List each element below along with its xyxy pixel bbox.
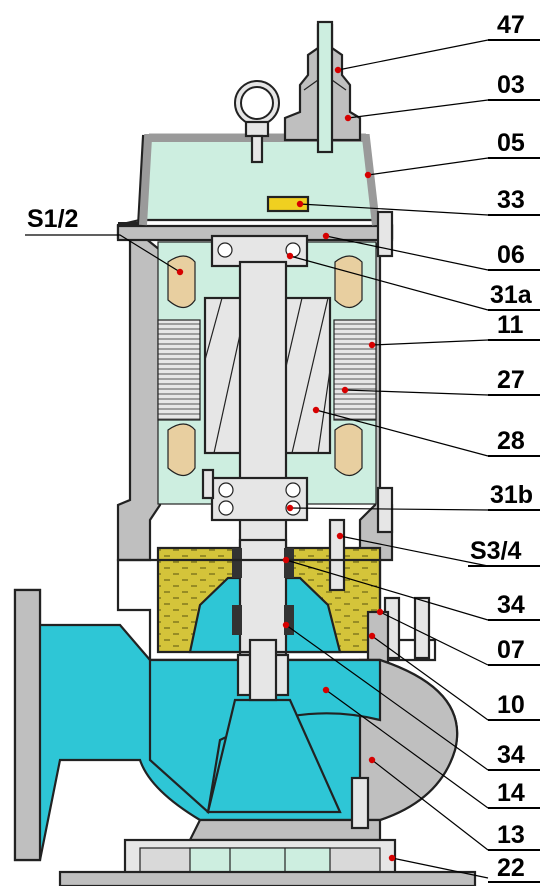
impeller <box>148 638 382 815</box>
label-34-upper: 34 <box>497 591 525 619</box>
part-labels: 47 03 05 33 06 31a 11 27 28 31b S3/4 34 … <box>27 11 540 883</box>
cable-entry <box>283 20 362 154</box>
label-34-lower: 34 <box>497 741 525 769</box>
label-06: 06 <box>497 241 525 269</box>
label-33: 33 <box>497 186 525 214</box>
label-47: 47 <box>497 11 525 39</box>
label-10: 10 <box>497 691 525 719</box>
label-03: 03 <box>497 71 525 99</box>
lifting-eye-bolt <box>234 80 280 164</box>
flange-bolt-b <box>413 596 431 660</box>
winding-ends <box>167 255 363 477</box>
lower-bearing <box>210 476 309 522</box>
label-s3-4: S3/4 <box>470 537 522 565</box>
label-07: 07 <box>497 636 525 664</box>
stator-right <box>333 319 377 421</box>
pump-stand <box>58 776 477 886</box>
label-11: 11 <box>497 311 524 339</box>
housing-bolts <box>201 210 394 534</box>
label-31a: 31a <box>490 281 533 309</box>
pointer-dots <box>176 66 396 862</box>
leader-lines <box>25 39 489 879</box>
label-s1-2: S1/2 <box>27 205 78 233</box>
oil-chamber <box>156 518 382 654</box>
oil-screw <box>328 518 346 592</box>
label-14: 14 <box>497 779 525 807</box>
label-13: 13 <box>497 821 525 849</box>
label-22: 22 <box>497 854 525 882</box>
label-05: 05 <box>497 129 525 157</box>
stator-left <box>157 319 201 421</box>
label-27: 27 <box>497 366 525 394</box>
mechanical-seals <box>232 548 294 635</box>
label-31b: 31b <box>490 481 533 509</box>
label-28: 28 <box>497 427 525 455</box>
